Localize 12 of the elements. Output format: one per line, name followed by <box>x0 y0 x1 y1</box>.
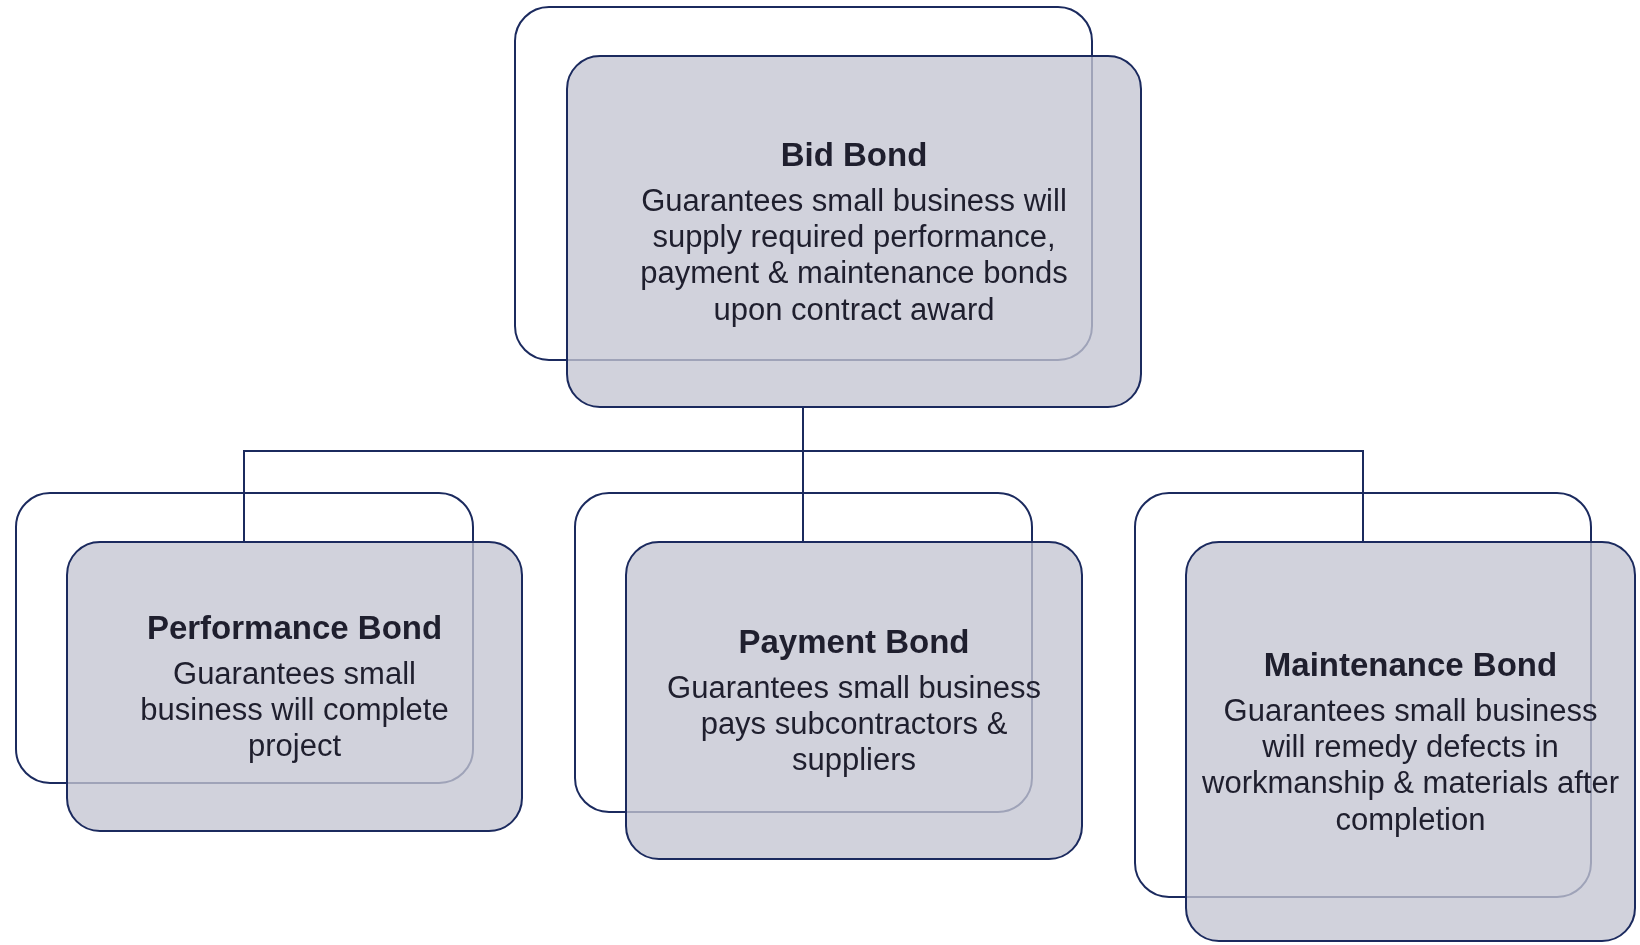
bond-box <box>625 541 1083 860</box>
bond-title: Payment Bond <box>738 622 970 662</box>
bond-description: Guarantees small business will remedy defects in workmanship & materials after completion <box>1201 692 1620 838</box>
bond-box <box>66 541 523 832</box>
bond-title: Bid Bond <box>780 135 928 175</box>
bond-box <box>566 55 1142 408</box>
bond-description: Guarantees small business will supply required performance, payment & maintenance bonds upon contract award <box>639 182 1069 328</box>
bond-description: Guarantees small business pays subcontractors & suppliers <box>666 669 1042 779</box>
bond-box <box>1185 541 1636 942</box>
bond-title: Performance Bond <box>146 608 443 648</box>
bond-description: Guarantees small business will complete project <box>139 655 450 765</box>
bond-title: Maintenance Bond <box>1263 645 1558 685</box>
